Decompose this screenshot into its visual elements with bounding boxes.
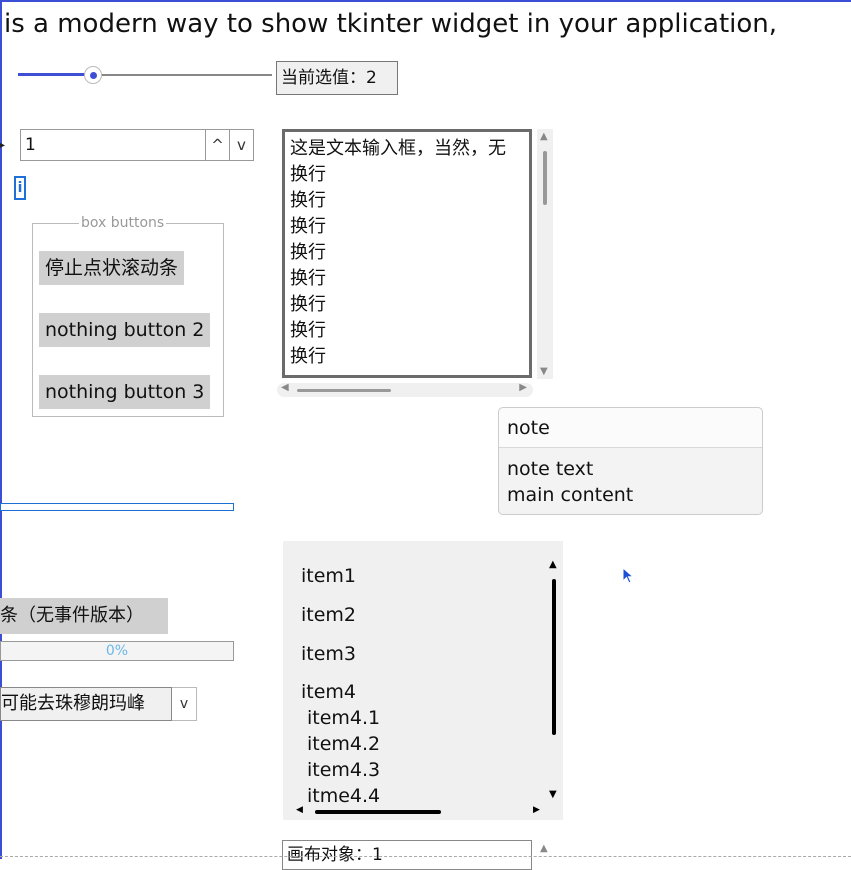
note-header: note bbox=[499, 408, 762, 448]
tree-vertical-scrollbar-thumb[interactable] bbox=[552, 579, 556, 735]
text-line: 换行 bbox=[290, 320, 326, 341]
tree-item[interactable]: item2 bbox=[301, 604, 357, 626]
info-icon[interactable]: i bbox=[14, 176, 26, 200]
note-body: note text main content bbox=[507, 456, 633, 508]
text-line: 换行 bbox=[290, 216, 326, 237]
tree-child-item[interactable]: item4.2 bbox=[307, 733, 381, 755]
scroll-left-arrow-icon[interactable]: ◀ bbox=[281, 382, 289, 393]
tree-child-item[interactable]: itme4.4 bbox=[307, 785, 381, 807]
text-line: 这是文本输入框，当然，无 bbox=[290, 138, 506, 159]
scroll-down-arrow-icon[interactable]: ▼ bbox=[549, 789, 557, 800]
tree-item[interactable]: item4 bbox=[301, 681, 357, 703]
nothing-button-2[interactable]: nothing button 2 bbox=[39, 313, 211, 347]
text-line: 换行 bbox=[290, 268, 326, 289]
nothing-button-3[interactable]: nothing button 3 bbox=[39, 375, 211, 409]
text-line: 换行 bbox=[290, 294, 326, 315]
tree-item[interactable]: item3 bbox=[301, 643, 357, 665]
text-line: 换行 bbox=[290, 346, 326, 367]
box-buttons-group: box buttons 停止点状滚动条 nothing button 2 not… bbox=[32, 214, 224, 417]
text-line: 换行 bbox=[290, 242, 326, 263]
combobox-dropdown-button[interactable]: v bbox=[172, 687, 197, 721]
spinbox-down-button[interactable]: v bbox=[230, 129, 254, 161]
stop-dot-scrollbar-button[interactable]: 停止点状滚动条 bbox=[39, 251, 185, 285]
headline-label: is a modern way to show tkinter widget i… bbox=[4, 9, 778, 39]
window-border-left bbox=[0, 0, 2, 859]
spinbox-up-button[interactable]: ^ bbox=[206, 129, 230, 161]
slider-thumb[interactable] bbox=[84, 66, 102, 84]
destination-combobox[interactable]: 可能去珠穆朗玛峰 bbox=[0, 687, 172, 721]
spinbox-input[interactable]: 1 bbox=[20, 129, 206, 161]
tree-child-item[interactable]: item4.1 bbox=[307, 707, 381, 729]
textbox-horizontal-scrollbar[interactable]: ◀ ▶ bbox=[277, 382, 533, 397]
mouse-cursor-icon bbox=[622, 566, 636, 589]
tree-child-item[interactable]: item4.3 bbox=[307, 759, 381, 781]
scroll-up-arrow-icon[interactable]: ▲ bbox=[540, 843, 548, 854]
text-line: 换行 bbox=[290, 164, 326, 185]
scroll-up-arrow-icon[interactable]: ▲ bbox=[549, 559, 557, 570]
scrollbar-thumb[interactable] bbox=[543, 151, 547, 205]
groupbox-title: box buttons bbox=[79, 214, 167, 232]
bottom-divider bbox=[0, 856, 851, 857]
spinbox-side-arrow-icon: ▸ bbox=[0, 140, 6, 151]
scroll-up-arrow-icon[interactable]: ▲ bbox=[540, 131, 548, 142]
slider-track-filled[interactable] bbox=[18, 73, 94, 76]
note-text: note text bbox=[507, 458, 594, 480]
textbox-vertical-scrollbar[interactable]: ▲ ▼ bbox=[537, 129, 553, 379]
tree-item[interactable]: item1 bbox=[301, 565, 357, 587]
text-line: 换行 bbox=[290, 190, 326, 211]
scroll-right-arrow-icon[interactable]: ▶ bbox=[519, 382, 527, 393]
text-input-box[interactable]: 这是文本输入框，当然，无 换行 换行 换行 换行 换行 换行 换行 换行 bbox=[282, 129, 532, 378]
scroll-left-arrow-icon[interactable]: ◀ bbox=[296, 805, 303, 815]
window-border-top bbox=[0, 0, 851, 2]
progressbar: 0% bbox=[0, 641, 234, 661]
note-card: note note text main content bbox=[498, 407, 763, 515]
canvas-object-field[interactable]: 画布对象：1 bbox=[282, 840, 532, 870]
slider-track[interactable] bbox=[94, 74, 272, 76]
stop-progressbar-button[interactable]: 条（无事件版本） bbox=[0, 598, 168, 634]
scrollbar-thumb[interactable] bbox=[297, 389, 391, 392]
scroll-down-arrow-icon[interactable]: ▼ bbox=[540, 366, 548, 377]
entry-field[interactable] bbox=[0, 503, 234, 511]
scroll-right-arrow-icon[interactable]: ▶ bbox=[533, 805, 540, 815]
note-main-content: main content bbox=[507, 484, 634, 506]
tree-horizontal-scrollbar-thumb[interactable] bbox=[315, 810, 441, 814]
tree-view[interactable]: item1 item2 item3 item4 item4.1 item4.2 … bbox=[283, 541, 563, 820]
slider-value-label: 当前选值：2 bbox=[276, 61, 398, 95]
